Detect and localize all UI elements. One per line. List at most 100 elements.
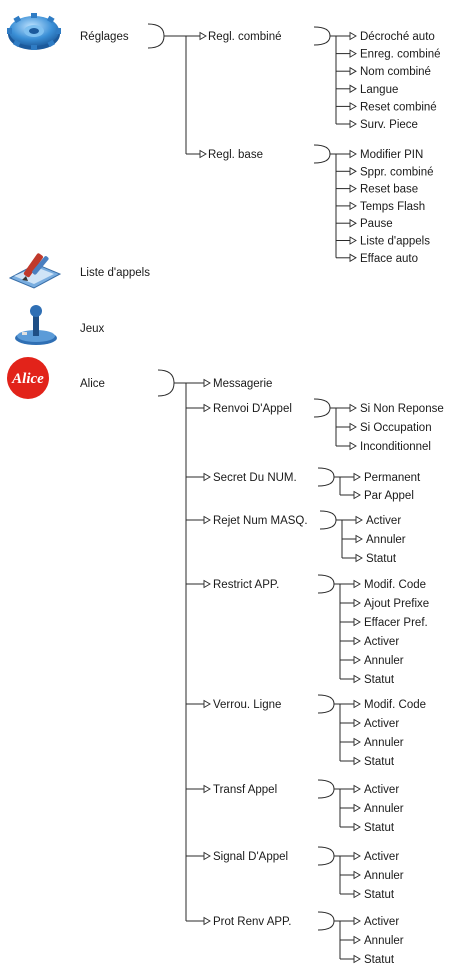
- arrowhead: [353, 935, 361, 945]
- arrowhead: [353, 699, 361, 709]
- arrowhead: [349, 31, 357, 41]
- bracket-shape: [317, 574, 335, 594]
- menu-item-label: Statut: [364, 954, 395, 966]
- arrowhead: [353, 598, 361, 608]
- menu-item-label: Pause: [360, 218, 393, 230]
- menu-item-label: Si Non Reponse: [360, 403, 444, 415]
- menu-item-label: Annuler: [366, 534, 406, 546]
- arrowhead: [349, 236, 357, 245]
- arrowhead: [353, 617, 361, 627]
- section-label: Réglages: [80, 31, 129, 43]
- arrowhead: [353, 490, 361, 500]
- arrowhead: [203, 378, 211, 388]
- arrowhead: [355, 534, 363, 544]
- menu-item-label: Annuler: [364, 935, 404, 947]
- arrowhead: [349, 167, 357, 176]
- arrowhead: [353, 655, 361, 665]
- menu-item-label: Reset combiné: [360, 101, 437, 113]
- menu-item-label: Si Occupation: [360, 422, 432, 434]
- bracket-shape: [317, 779, 335, 799]
- call-list-icon: [8, 248, 62, 292]
- bracket-shape: [157, 369, 175, 397]
- menu-item-label: Statut: [364, 674, 395, 686]
- menu-item-label: Activer: [364, 851, 399, 863]
- menu-item-label: Activer: [364, 916, 399, 928]
- arrowhead: [203, 784, 211, 794]
- menu-item-label: Ajout Prefixe: [364, 598, 429, 610]
- arrowhead: [353, 674, 361, 684]
- bracket-shape: [317, 694, 335, 714]
- menu-item-label: Annuler: [364, 803, 404, 815]
- menu-item-label: Efface auto: [360, 253, 418, 265]
- arrowhead: [349, 184, 357, 193]
- submenu-label: Restrict APP.: [213, 579, 279, 591]
- arrowhead: [353, 737, 361, 747]
- bracket-shape: [317, 846, 335, 866]
- arrowhead: [349, 403, 357, 413]
- arrowhead: [203, 515, 211, 525]
- section-label: Alice: [80, 378, 105, 390]
- arrowhead: [349, 218, 357, 228]
- submenu-label: Messagerie: [213, 378, 272, 390]
- submenu-label: Verrou. Ligne: [213, 699, 281, 711]
- arrowhead: [355, 553, 363, 563]
- menu-item-label: Inconditionnel: [360, 441, 431, 453]
- section-label: Liste d'appels: [80, 267, 150, 279]
- arrowhead: [353, 803, 361, 813]
- menu-item-label: Activer: [364, 784, 399, 796]
- arrowhead: [203, 851, 211, 861]
- bracket-shape: [313, 144, 331, 164]
- arrowhead: [353, 889, 361, 899]
- menu-item-label: Statut: [364, 889, 395, 901]
- menu-item-label: Activer: [364, 636, 399, 648]
- submenu-label: Transf Appel: [213, 784, 277, 796]
- arrowhead: [199, 31, 207, 41]
- bracket-shape: [317, 467, 335, 487]
- menu-item-label: Annuler: [364, 655, 404, 667]
- menu-item-label: Effacer Pref.: [364, 617, 428, 629]
- section-label: Jeux: [80, 323, 105, 335]
- arrowhead: [355, 515, 363, 525]
- menu-item-label: Sppr. combiné: [360, 166, 434, 178]
- gear-icon: [6, 10, 62, 54]
- menu-item-label: Temps Flash: [360, 201, 425, 213]
- arrowhead: [353, 784, 361, 794]
- menu-item-label: Statut: [364, 756, 395, 768]
- arrowhead: [203, 916, 211, 926]
- arrowhead: [349, 441, 357, 451]
- bracket-shape: [319, 510, 337, 530]
- menu-item-label: Annuler: [364, 737, 404, 749]
- bracket-shape: [317, 911, 335, 931]
- menu-item-label: Activer: [364, 718, 399, 730]
- arrowhead: [349, 49, 357, 58]
- arrowhead: [353, 954, 361, 964]
- menu-item-label: Reset base: [360, 184, 418, 196]
- submenu-label: Regl. combiné: [208, 31, 282, 43]
- arrowhead: [349, 102, 357, 111]
- menu-item-label: Surv. Piece: [360, 119, 418, 131]
- submenu-label: Rejet Num MASQ.: [213, 515, 308, 527]
- menu-item-label: Langue: [360, 84, 398, 96]
- menu-item-label: Modif. Code: [364, 579, 426, 591]
- arrowhead: [199, 149, 207, 159]
- arrowhead: [349, 84, 357, 94]
- arrowhead: [349, 422, 357, 432]
- arrowhead: [353, 870, 361, 880]
- bracket-shape: [147, 23, 165, 49]
- menu-item-label: Enreg. combiné: [360, 49, 441, 61]
- menu-item-label: Statut: [366, 553, 397, 565]
- submenu-label: Secret Du NUM.: [213, 472, 297, 484]
- submenu-label: Regl. base: [208, 149, 263, 161]
- arrowhead: [203, 403, 211, 413]
- arrowhead: [353, 472, 361, 482]
- arrowhead: [349, 66, 357, 76]
- menu-item-label: Statut: [364, 822, 395, 834]
- submenu-label: Renvoi D'Appel: [213, 403, 292, 415]
- submenu-label: Signal D'Appel: [213, 851, 288, 863]
- arrowhead: [353, 636, 361, 646]
- menu-item-label: Nom combiné: [360, 66, 431, 78]
- arrowhead: [203, 579, 211, 589]
- arrowhead: [353, 718, 361, 728]
- menu-item-label: Liste d'appels: [360, 236, 430, 248]
